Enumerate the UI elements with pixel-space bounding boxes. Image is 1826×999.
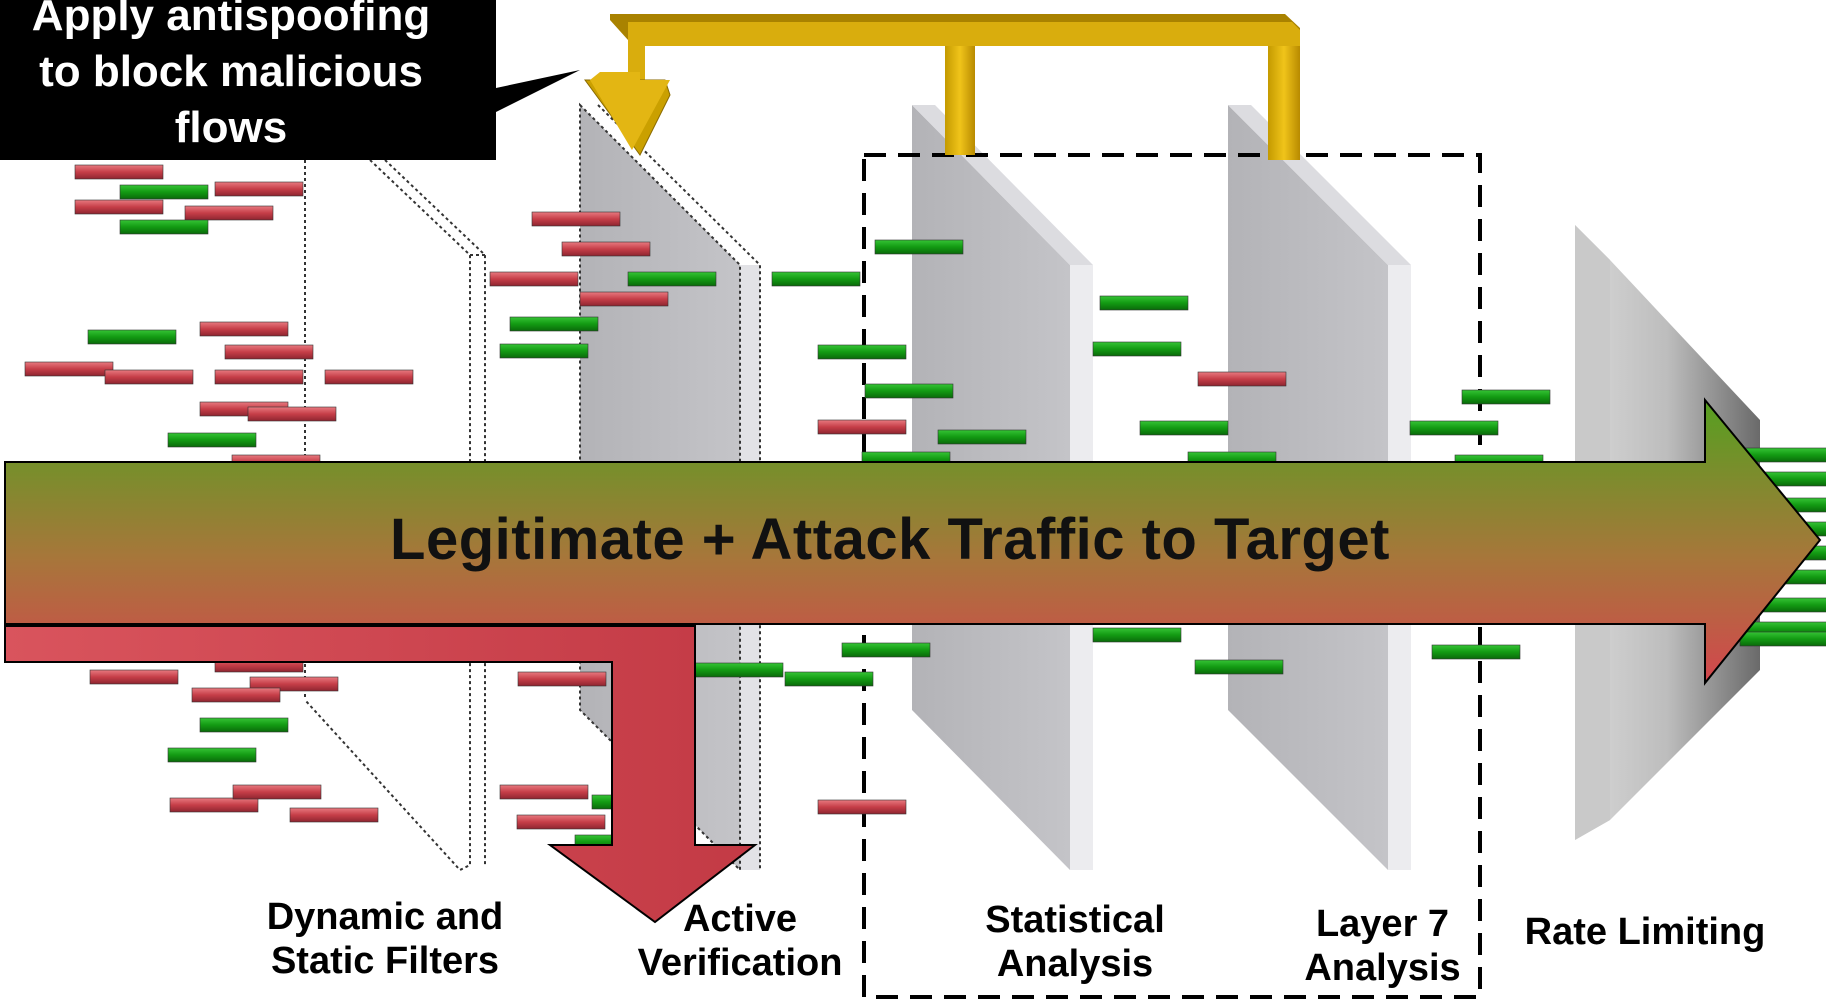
legit-packet [509, 316, 599, 332]
legit-packet [1194, 659, 1284, 675]
drop-arrow-icon [4, 625, 758, 924]
attack-packet [247, 406, 337, 422]
attack-packet [214, 181, 304, 197]
legit-packet [1092, 341, 1182, 357]
legit-packet [841, 642, 931, 658]
attack-packet [104, 369, 194, 385]
packet-group [24, 164, 1826, 850]
attack-packet [1197, 371, 1287, 387]
legit-packet [167, 747, 257, 763]
main-arrow-label: Legitimate + Attack Traffic to Target [390, 507, 1390, 572]
stage-label-active-line-1: Active [682, 898, 798, 940]
stage-label-statistical-line-1: Statistical [985, 899, 1165, 941]
callout-line-2: to block malicious [39, 47, 423, 96]
attack-packet [89, 669, 179, 685]
attack-packet [499, 784, 589, 800]
legit-packet [1092, 627, 1182, 643]
legit-packet [499, 343, 589, 359]
attack-packet [579, 291, 669, 307]
stage-label-rate: Rate Limiting [1510, 910, 1780, 954]
attack-packet [232, 784, 322, 800]
legit-packet [627, 271, 717, 287]
legit-packet [1409, 420, 1499, 436]
legit-packet [874, 239, 964, 255]
legit-packet [784, 671, 874, 687]
legit-packet [864, 383, 954, 399]
attack-packet [489, 271, 579, 287]
attack-packet [531, 211, 621, 227]
attack-packet [249, 676, 339, 692]
attack-packet [74, 199, 164, 215]
stage-label-layer7: Layer 7 Analysis [1295, 902, 1470, 990]
stage-label-layer7-line-1: Layer 7 [1315, 903, 1450, 945]
attack-packet [191, 687, 281, 703]
attack-packet [817, 419, 907, 435]
attack-packet [517, 671, 607, 687]
legit-packet [119, 219, 209, 235]
attack-packet [561, 241, 651, 257]
stage-label-statistical: Statistical Analysis [960, 898, 1190, 986]
attack-packet [214, 369, 304, 385]
legit-packet [199, 717, 289, 733]
main-traffic-arrow [4, 397, 1822, 686]
legit-packet [1461, 389, 1551, 405]
callout-text: Apply antispoofing to block malicious fl… [0, 0, 462, 156]
attack-packet [324, 369, 414, 385]
legit-packet [817, 344, 907, 360]
attack-packet [817, 799, 907, 815]
legit-packet [119, 184, 209, 200]
stage-label-active: Active Verification [630, 897, 850, 985]
legit-packet [1099, 295, 1189, 311]
stage-label-filters: Dynamic and Static Filters [255, 895, 515, 983]
stage-label-active-line-2: Verification [637, 942, 843, 984]
attack-packet [224, 344, 314, 360]
legit-packet [771, 271, 861, 287]
attack-packet [199, 321, 289, 337]
feedback-arrow-icon [584, 14, 1300, 160]
attack-packet [289, 807, 379, 823]
attack-packet [24, 361, 114, 377]
stage-label-filters-line-1: Dynamic and [266, 896, 504, 938]
stage-label-rate-line-1: Rate Limiting [1524, 911, 1766, 953]
legit-packet [87, 329, 177, 345]
legit-packet [167, 432, 257, 448]
legit-packet [1431, 644, 1521, 660]
stage-label-filters-line-2: Static Filters [270, 940, 500, 982]
stage-label-layer7-line-2: Analysis [1304, 947, 1461, 989]
attack-packet [184, 205, 274, 221]
callout-line-1: Apply antispoofing [31, 0, 431, 40]
antispoofing-callout: Apply antispoofing to block malicious fl… [0, 0, 496, 160]
legit-packet [937, 429, 1027, 445]
callout-line-3: flows [174, 103, 288, 152]
legit-packet [1139, 420, 1229, 436]
stage-label-statistical-line-2: Analysis [996, 943, 1154, 985]
attack-packet [516, 814, 606, 830]
attack-packet [169, 797, 259, 813]
attack-packet [74, 164, 164, 180]
